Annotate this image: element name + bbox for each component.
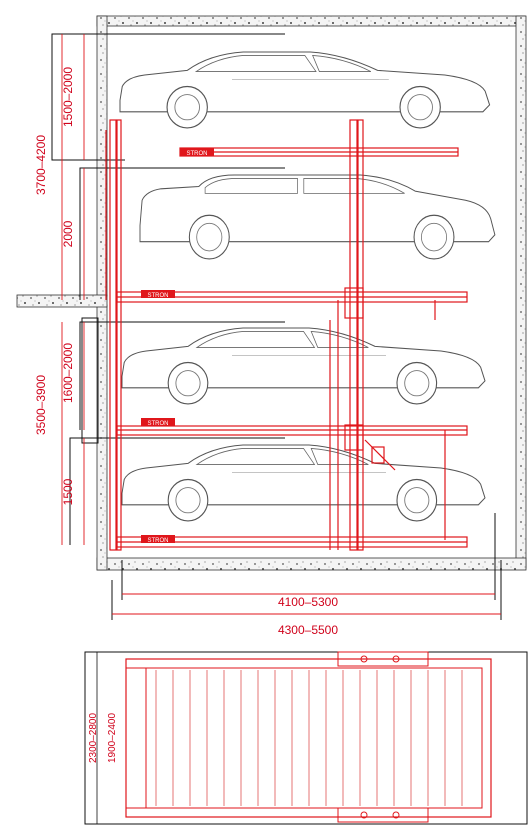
dim-left-level-4: 1500	[61, 478, 75, 505]
plan-view	[84, 651, 528, 825]
dim-plan-inner: 1900–2400	[107, 713, 118, 763]
logo-text-4: STRON	[148, 538, 169, 544]
logo-text-2: STRON	[148, 293, 169, 299]
car-level-1	[119, 51, 491, 129]
dim-left-level-3: 1600–2000	[61, 343, 75, 403]
clearance-outlines	[51, 33, 502, 620]
car-level-3	[121, 327, 486, 405]
logo-text-1: STRON	[187, 151, 208, 157]
dim-left-top-total: 3700–4200	[34, 135, 48, 195]
dim-plan-outer: 2300–2800	[88, 713, 99, 763]
car-level-2	[139, 174, 496, 260]
concrete-pit	[16, 15, 527, 571]
logo-text-3: STRON	[148, 421, 169, 427]
dim-bottom-outer: 4300–5500	[278, 623, 338, 637]
lift-structure	[105, 119, 468, 551]
car-level-4	[121, 444, 486, 522]
bottom-dimension-lines	[112, 593, 501, 615]
plan-slats	[155, 670, 463, 806]
left-dimension-lines	[61, 34, 85, 545]
dim-left-level-2: 2000	[61, 220, 75, 247]
logo-plates: STRON STRON STRON STRON	[141, 148, 214, 544]
dim-bottom-inner: 4100–5300	[278, 595, 338, 609]
dim-left-level-top: 1500–2000	[61, 67, 75, 127]
dim-left-bottom-total: 3500–3900	[34, 375, 48, 435]
